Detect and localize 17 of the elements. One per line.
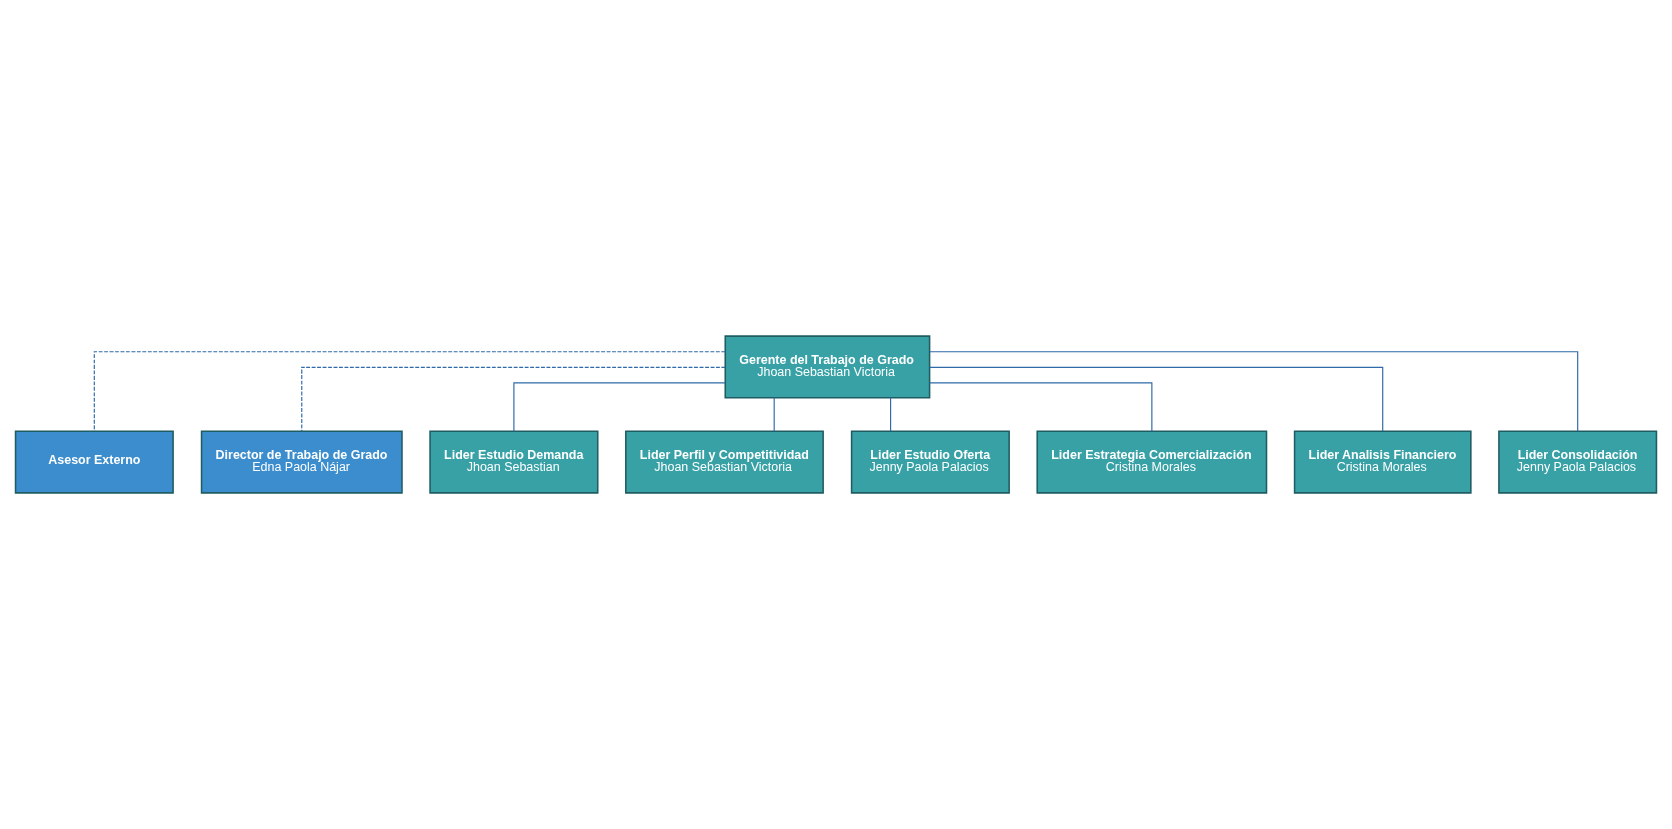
node-box: Lider Estudio Oferta Jenny Paola Palacios [850,430,1010,494]
connector [773,397,775,432]
node-box: Asesor Externo [14,430,174,494]
node-box: Lider Consolidación Jenny Paola Palacios [1498,430,1658,494]
connector [93,351,726,432]
connector [890,397,892,432]
node-box: Lider Perfil y Competitividad Jhoan Sebastian Victoria [625,430,824,494]
node-box: Lider Estrategia Comercialización Cristina Morales [1036,430,1268,494]
connector [929,366,1384,432]
connector [301,366,726,432]
node-box: Gerente del Trabajo de Grado Jhoan Sebastian Victoria [724,335,931,399]
connector [513,382,726,432]
node-box: Lider Estudio Demanda Jhoan Sebastian [429,430,599,494]
connector [929,382,1153,432]
node-box: Lider Analisis Financiero Cristina Morales [1293,430,1472,494]
connector [929,351,1579,432]
node-box: Director de Trabajo de Grado Edna Paola Nájar [200,430,403,494]
